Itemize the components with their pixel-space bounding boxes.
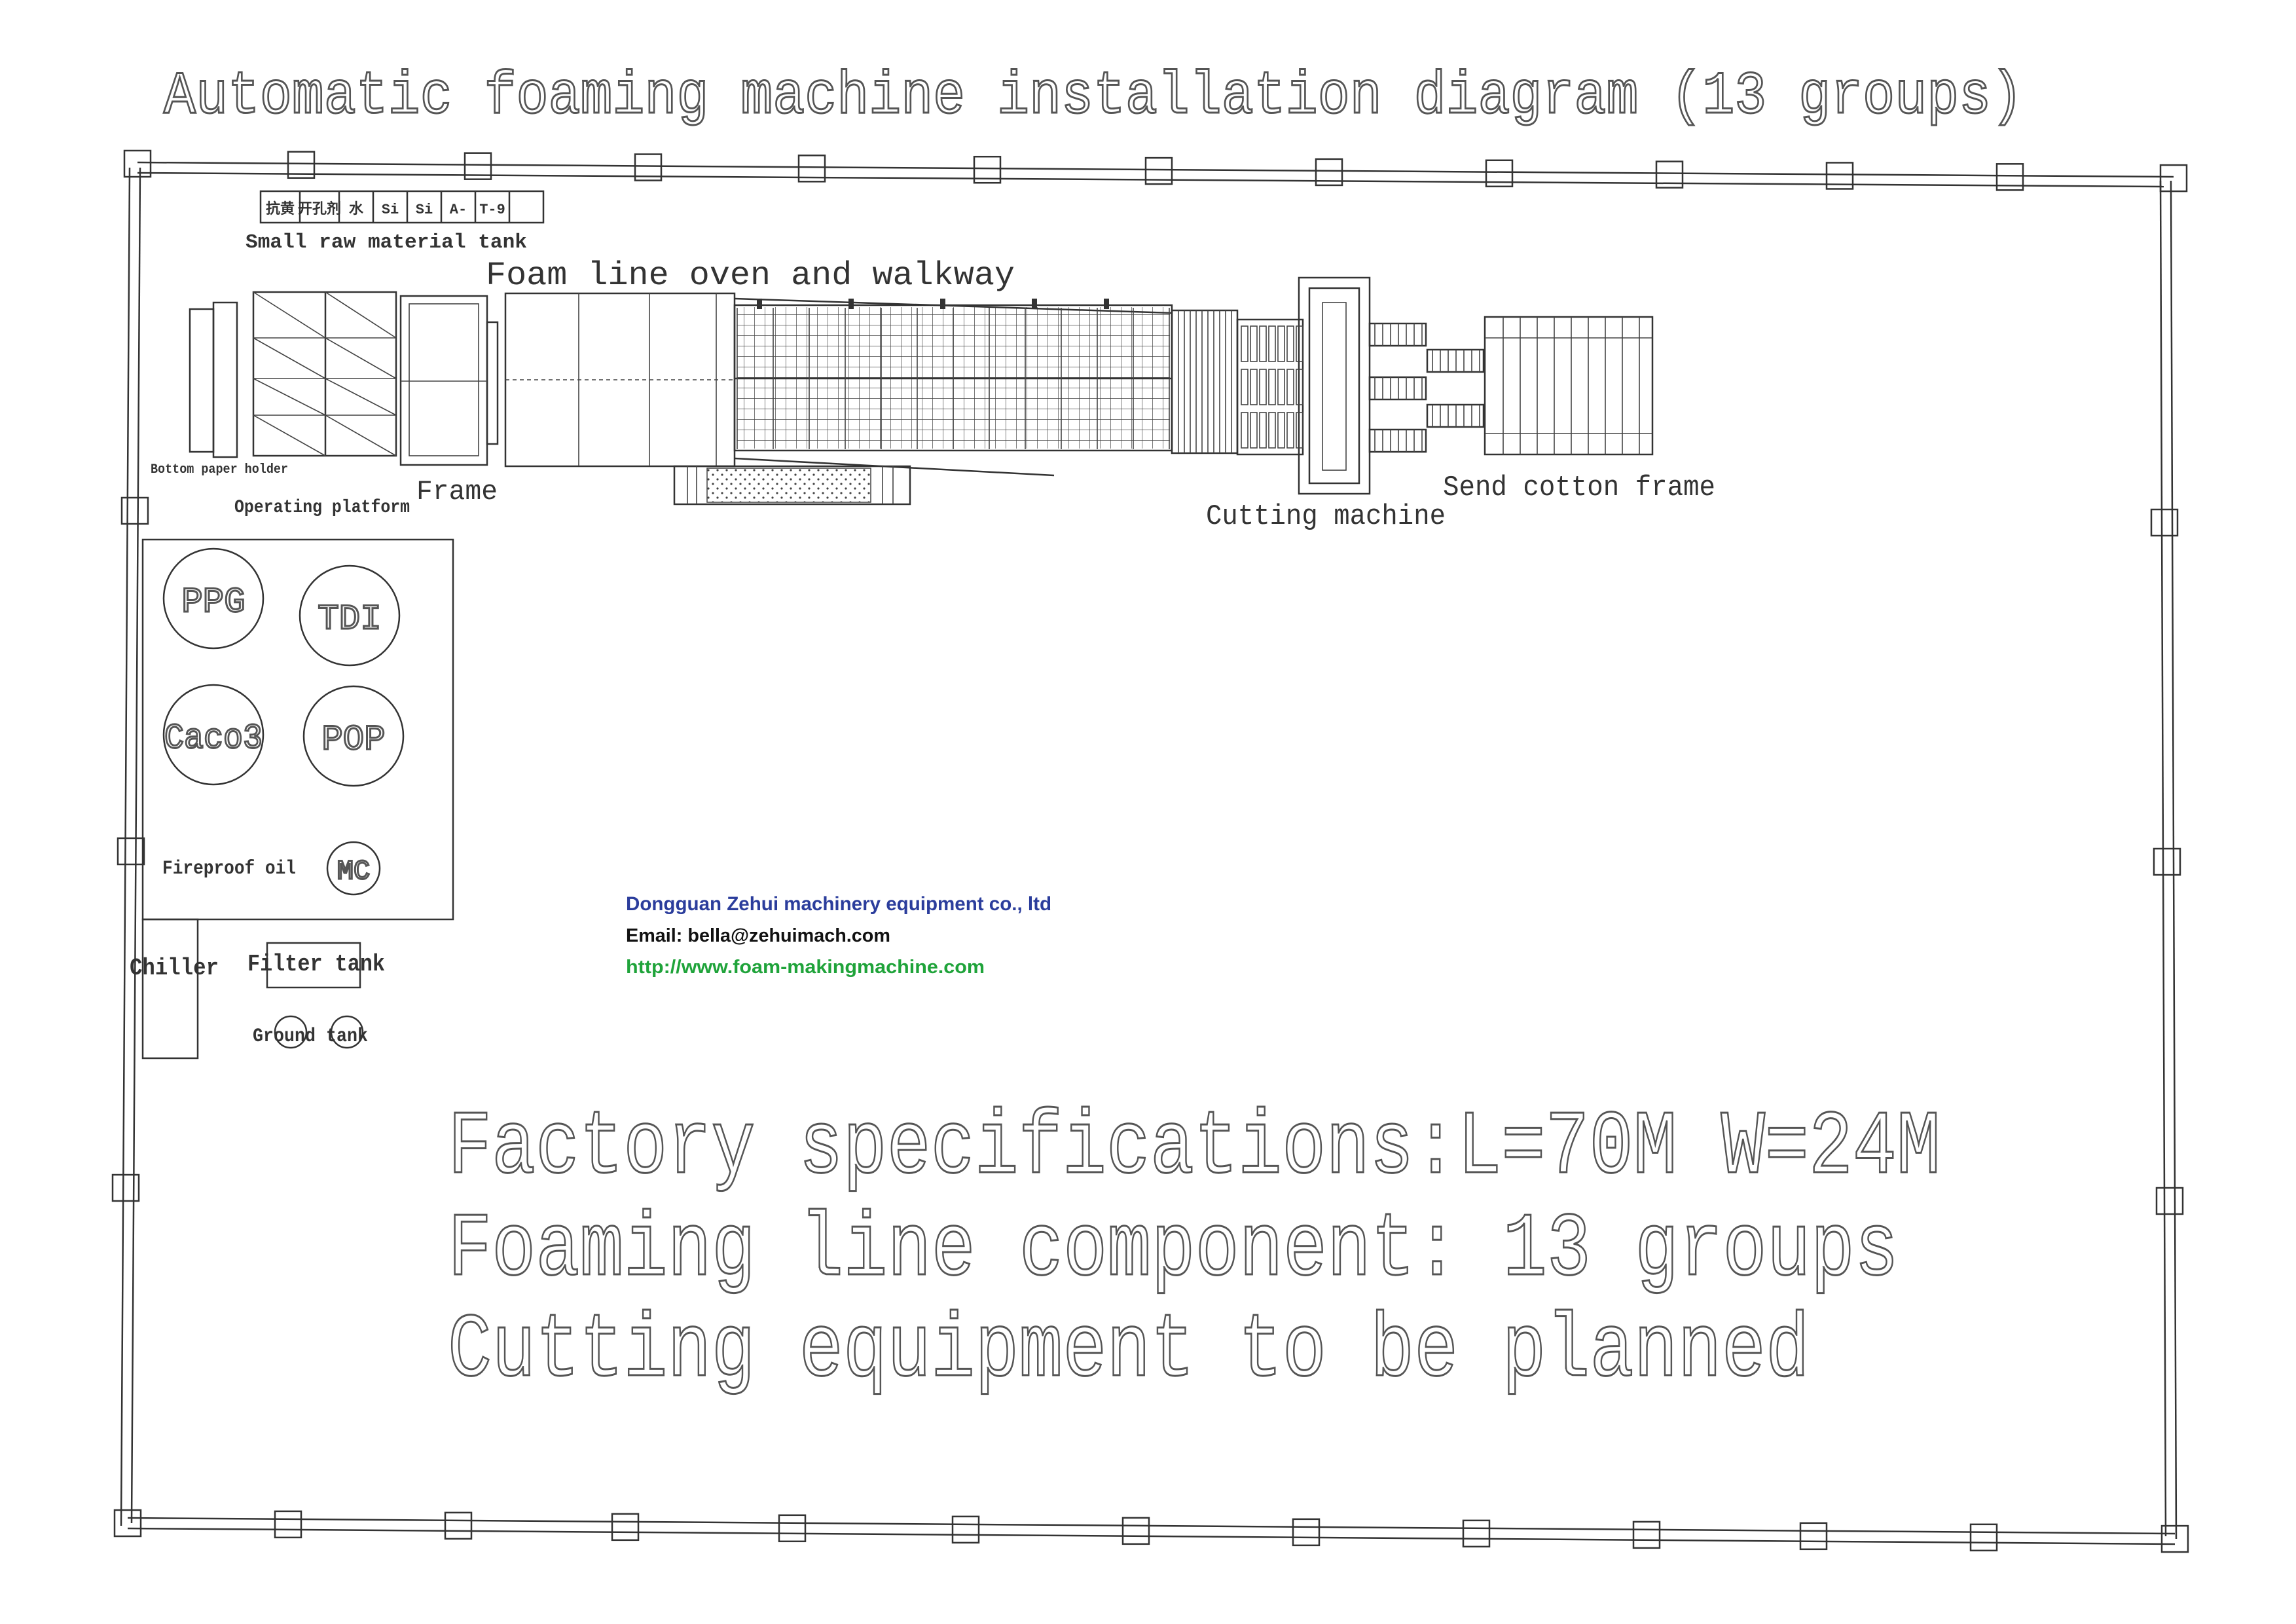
mc-label: MC <box>337 856 370 887</box>
factory-wall <box>120 161 2178 1545</box>
column-bottom-9 <box>1632 1521 1661 1549</box>
column-bottom-1 <box>274 1510 302 1539</box>
small-tank-6: T-9 <box>479 202 505 218</box>
frame <box>399 295 499 466</box>
column-top-2 <box>464 152 492 180</box>
chiller <box>141 918 199 1060</box>
column-top-10 <box>1825 162 1854 190</box>
foam-line-oven <box>733 297 1173 477</box>
ground-label: Ground tank <box>253 1025 368 1048</box>
ground-tank <box>274 1015 364 1049</box>
caco3-tank <box>162 684 264 786</box>
ppg-tank <box>162 547 264 650</box>
ppg-label: PPG <box>181 583 245 623</box>
column-top-11 <box>1995 163 2024 191</box>
pop-tank <box>302 685 405 787</box>
column-bottom-4 <box>778 1514 807 1543</box>
small-tank-1: 开孔剂 <box>298 200 341 218</box>
small-tank-0: 抗黄 <box>266 200 295 218</box>
column-bottom-8 <box>1462 1519 1491 1548</box>
column-bottom-6 <box>1121 1517 1150 1545</box>
column-bottom-2 <box>444 1511 473 1540</box>
mc-tank <box>326 841 381 896</box>
column-left-1 <box>117 837 145 866</box>
cutting-machine <box>1236 276 1371 495</box>
column-top-0 <box>123 149 152 178</box>
column-top-3 <box>634 153 663 181</box>
fireproof-label: Fireproof oil <box>162 858 296 880</box>
small-tank-label: Small raw material tank <box>246 231 527 254</box>
pop-label: POP <box>321 720 385 760</box>
column-right-1 <box>2153 847 2181 876</box>
column-bottom-3 <box>611 1513 640 1541</box>
spec-foaming-groups: Foaming line component: 13 groups <box>448 1200 1899 1302</box>
company-name: Dongguan Zehui machinery equipment co., … <box>626 893 1051 915</box>
spec-cutting-equipment: Cutting equipment to be planned <box>448 1301 1810 1403</box>
column-top-8 <box>1485 159 1514 188</box>
tdi-label: TDI <box>318 600 381 640</box>
column-bottom-10 <box>1799 1522 1828 1551</box>
column-bottom-12 <box>2160 1524 2189 1553</box>
column-bottom-0 <box>113 1509 142 1538</box>
platform-label: Operating platform <box>234 498 410 518</box>
send-cotton-frame <box>1484 316 1654 456</box>
diagram-title: Automatic foaming machine installation d… <box>164 62 2023 131</box>
roller-conveyor <box>1368 322 1485 453</box>
oven-label: Foam line oven and walkway <box>486 257 1015 295</box>
transfer-conveyor <box>1171 309 1239 454</box>
column-bottom-5 <box>951 1515 980 1544</box>
foam-conveyor <box>504 292 736 468</box>
company-email: Email: bella@zehuimach.com <box>626 925 890 946</box>
frame-label: Frame <box>416 476 498 507</box>
chiller-label: Chiller <box>130 955 219 982</box>
cutting-label: Cutting machine <box>1206 500 1446 533</box>
column-left-2 <box>111 1173 140 1202</box>
filter-label: Filter tank <box>247 951 385 978</box>
small-tank-5: A- <box>450 202 467 218</box>
tdi-tank <box>299 564 401 667</box>
column-top-6 <box>1144 157 1173 185</box>
filter-tank <box>266 942 361 989</box>
walkway <box>673 465 911 506</box>
tank-area: PPG TDI Caco3 POP MC Fireproof oil <box>141 538 454 921</box>
column-top-7 <box>1315 158 1343 187</box>
column-top-4 <box>797 155 826 183</box>
bottom-paper-holder <box>189 301 238 458</box>
send-frame-label: Send cotton frame <box>1443 471 1715 504</box>
factory-columns <box>111 149 2189 1553</box>
spec-factory-size: Factory specifications:L=70M W=24M <box>448 1098 1941 1200</box>
column-top-1 <box>287 151 316 179</box>
small-tank-4: Si <box>416 202 433 218</box>
column-left-0 <box>120 496 149 525</box>
column-top-9 <box>1655 160 1684 189</box>
operating-platform <box>252 291 397 457</box>
paper-holder-label: Bottom paper holder <box>151 462 288 477</box>
caco3-label: Caco3 <box>164 719 263 759</box>
column-bottom-7 <box>1292 1518 1321 1547</box>
column-right-2 <box>2155 1187 2184 1215</box>
small-tank-2: 水 <box>349 201 364 218</box>
column-right-0 <box>2150 508 2179 537</box>
column-top-5 <box>973 155 1002 184</box>
small-tank-3: Si <box>382 202 399 218</box>
company-url: http://www.foam-makingmachine.com <box>626 957 985 978</box>
small-raw-material-tank: 抗黄开孔剂水 Si Si A- T-9 Small raw material tank <box>246 190 545 254</box>
column-bottom-11 <box>1969 1523 1998 1552</box>
column-top-12 <box>2159 164 2188 193</box>
